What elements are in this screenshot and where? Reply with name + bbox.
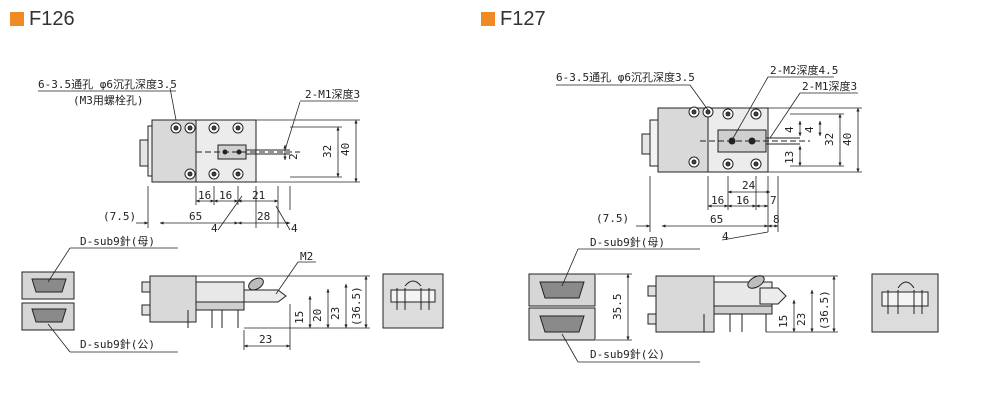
f126-dim-23v: 23 (329, 307, 342, 320)
f126-dim-7-5: (7.5) (103, 210, 136, 223)
f127-tap-note-a: 2-M2深度4.5 (770, 63, 838, 77)
f127-dim-4h: 4 (722, 230, 729, 243)
f126-side-dimensions (196, 261, 370, 350)
f126-dim-40: 40 (339, 143, 352, 156)
f127-dim-36-5: (36.5) (818, 290, 831, 330)
f126-dim-28: 28 (257, 210, 270, 223)
f127-top-dimensions (556, 76, 862, 241)
f127-side-view (647, 275, 787, 333)
f126-end-view (382, 273, 444, 329)
f126-dim-65: 65 (189, 210, 202, 223)
f126-side-view (141, 275, 287, 328)
f127-dim-35-5: 35.5 (611, 294, 624, 321)
f127-dim-15: 15 (777, 315, 790, 328)
model-title-f126: F126 (10, 6, 75, 32)
f126-dim-36-5: (36.5) (350, 286, 363, 326)
f127-top-view (641, 106, 810, 173)
f126-dsub-male-label: D-sub9針(公) (80, 337, 155, 351)
f126-dim-4a: 4 (211, 222, 218, 235)
f126-dim-2: 2 (287, 153, 300, 160)
model-code: F127 (500, 7, 546, 30)
f127-dsub-male-label: D-sub9針(公) (590, 347, 665, 361)
orange-square-icon (481, 12, 495, 26)
f127-dim-13: 13 (783, 151, 796, 164)
f126-dsub-leaders (47, 247, 178, 353)
f126-tap-note: 2-M1深度3 (305, 87, 360, 101)
f126-top-view (139, 119, 300, 183)
f127-dsub-female-label: D-sub9針(母) (590, 235, 665, 249)
f127-dim-23: 23 (795, 313, 808, 326)
f126-dsub-female-label: D-sub9針(母) (80, 234, 155, 248)
f127-dim-16b: 16 (736, 194, 749, 207)
model-code: F126 (29, 7, 75, 30)
f127-dim-7: 7 (770, 194, 777, 207)
f127-dim-32: 32 (823, 133, 836, 146)
f127-side-dimensions (714, 275, 838, 333)
f126-top-dimensions (38, 87, 360, 231)
f127-dsub-leaders (561, 248, 700, 363)
f127-tap-note-b: 2-M1深度3 (802, 79, 857, 93)
f127-dim-16a: 16 (711, 194, 724, 207)
f127-dim-8: 8 (773, 213, 780, 226)
f126-top-labels: 6-3.5通孔 φ6沉孔深度3.5 (M3用螺栓孔) 2-M1深度3 40 32… (38, 77, 360, 235)
f126-dim-21: 21 (252, 189, 265, 202)
f127-dim-40: 40 (841, 133, 854, 146)
f127-dim-24: 24 (742, 179, 756, 192)
f126-bolt-note: (M3用螺栓孔) (73, 93, 144, 107)
f126-dim-32: 32 (321, 145, 334, 158)
f127-end-view (871, 273, 939, 333)
f127-dsub-connectors (528, 273, 596, 341)
f126-hole-note: 6-3.5通孔 φ6沉孔深度3.5 (38, 77, 177, 91)
orange-square-icon (10, 12, 24, 26)
f126-dim-4b: 4 (291, 222, 298, 235)
f127-dim-7-5: (7.5) (596, 212, 629, 225)
f127-dim-4b: 4 (783, 126, 796, 133)
f126-dsub-connectors (21, 271, 75, 331)
f126-dim-16a: 16 (198, 189, 211, 202)
f126-dim-16b: 16 (219, 189, 232, 202)
f127-dim-4a: 4 (803, 126, 816, 133)
model-title-f127: F127 (481, 6, 546, 32)
f126-dim-15: 15 (293, 311, 306, 324)
f127-hole-note: 6-3.5通孔 φ6沉孔深度3.5 (556, 70, 695, 84)
f126-dim-23h: 23 (259, 333, 272, 346)
f126-m2-note: M2 (300, 250, 313, 263)
f127-dim-65: 65 (710, 213, 723, 226)
f126-dim-20: 20 (311, 309, 324, 322)
